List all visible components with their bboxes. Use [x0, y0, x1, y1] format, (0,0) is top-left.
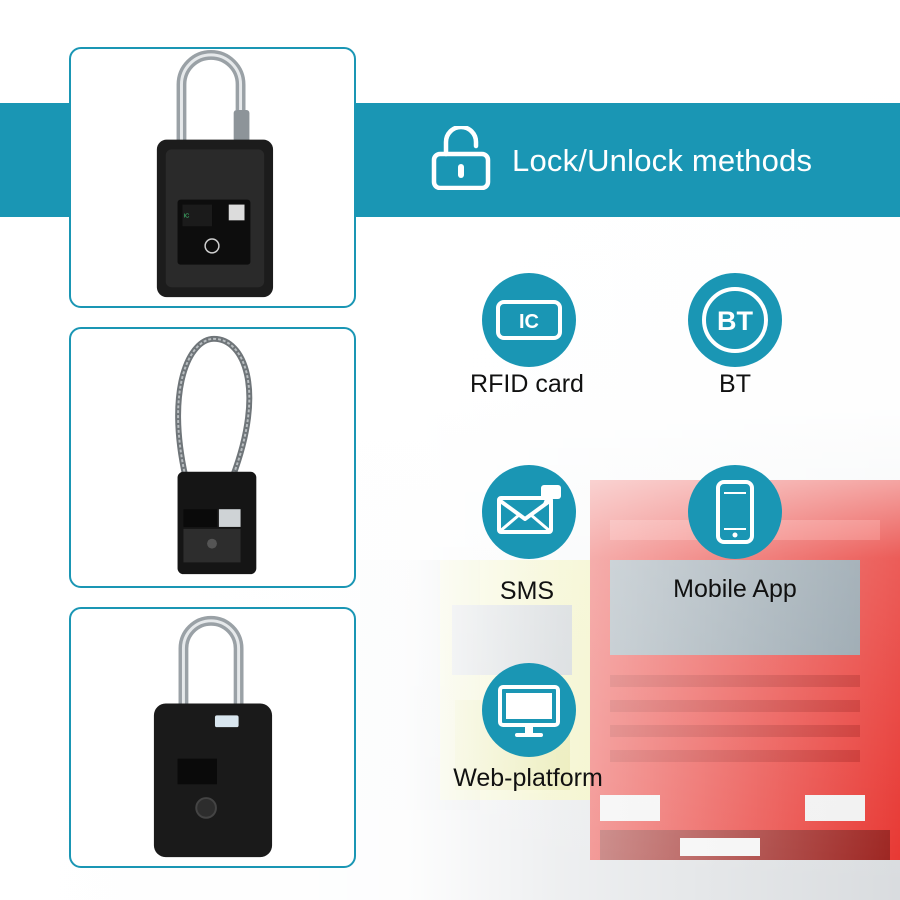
method-label-bt: BT — [719, 370, 751, 398]
banner-title: Lock/Unlock methods — [512, 143, 813, 178]
method-label-sms: SMS — [499, 577, 555, 605]
product-card-long-shackle — [69, 607, 356, 868]
method-label-rfid: RFID card — [470, 370, 584, 398]
svg-text:IC: IC — [183, 213, 190, 219]
padlock-long-shackle-product — [153, 615, 273, 858]
bluetooth-icon: BT — [688, 273, 782, 367]
cable-lock-product — [175, 335, 257, 575]
padlock-shackle-product: IC — [156, 50, 274, 298]
method-label-mobile-app: Mobile App — [673, 575, 797, 603]
monitor-icon — [482, 663, 576, 757]
product-card-cable-lock — [69, 327, 356, 588]
unlock-padlock-icon — [431, 126, 491, 190]
method-label-web-platform: Web-platform — [453, 764, 603, 792]
bt-badge-text: BT — [717, 306, 753, 336]
rfid-card-icon: IC — [482, 273, 576, 367]
mobile-phone-icon — [688, 465, 782, 559]
product-card-padlock: IC — [69, 47, 356, 308]
rfid-badge-text: IC — [519, 311, 539, 333]
sms-envelope-icon — [482, 465, 576, 559]
